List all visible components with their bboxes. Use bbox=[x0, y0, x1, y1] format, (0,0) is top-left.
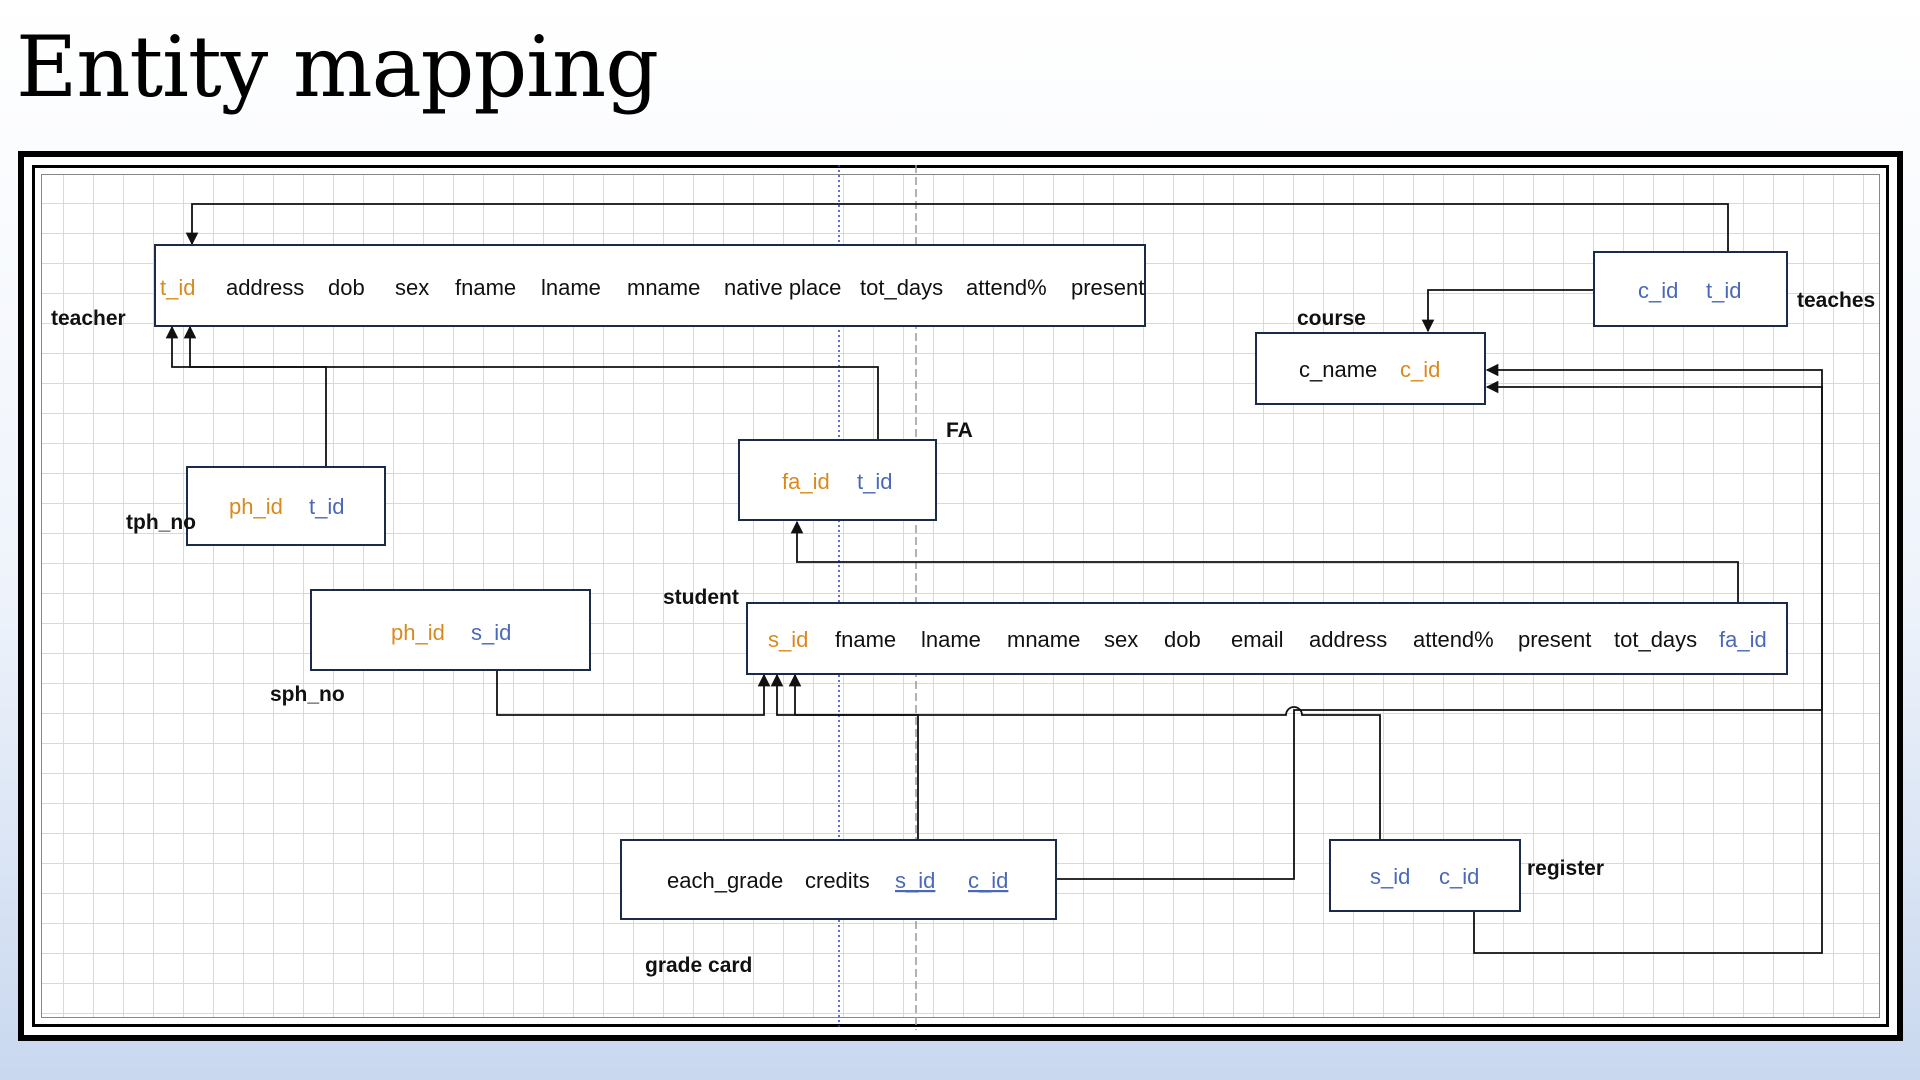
fa-to-teacher bbox=[183, 325, 879, 440]
student-attr-attend-: attend% bbox=[1413, 627, 1494, 652]
register-box bbox=[1329, 839, 1521, 912]
tph-no-to-teacher bbox=[165, 325, 327, 467]
teacher-attributes: t_id address dob sex fname lname mname native p… bbox=[160, 275, 1144, 300]
fa-box bbox=[738, 439, 937, 521]
grade-card-attr-c-id: c_id bbox=[968, 868, 1008, 893]
sph-no-box bbox=[310, 589, 591, 671]
slide-title: Entity mapping bbox=[16, 18, 659, 116]
tph-no-attributes: ph_id t_id bbox=[229, 494, 344, 519]
course-box bbox=[1255, 332, 1486, 405]
register-attr-s-id: s_id bbox=[1370, 864, 1410, 889]
sph-no-attr-ph-id: ph_id bbox=[391, 620, 445, 645]
sph-no-attr-s-id: s_id bbox=[471, 620, 511, 645]
teaches-box bbox=[1593, 251, 1788, 327]
teacher-attr-address: address bbox=[226, 275, 304, 300]
student-attr-fname: fname bbox=[835, 627, 896, 652]
grade-card-label: grade card bbox=[645, 954, 752, 977]
teacher-attr-t-id: t_id bbox=[160, 275, 195, 300]
student-attr-sex: sex bbox=[1104, 627, 1138, 652]
fa-label: FA bbox=[946, 419, 973, 442]
tph-no-box bbox=[186, 466, 386, 546]
connectors bbox=[165, 203, 1823, 954]
teacher-attr-dob: dob bbox=[328, 275, 365, 300]
register-attr-c-id: c_id bbox=[1439, 864, 1479, 889]
register-attributes: s_id c_id bbox=[1370, 864, 1479, 889]
register-label: register bbox=[1527, 857, 1604, 880]
student-attr-present: present bbox=[1518, 627, 1591, 652]
teacher-attr-mname: mname bbox=[627, 275, 700, 300]
grade-card-attr-each-grade: each_grade bbox=[667, 868, 783, 893]
grade-card-attr-s-id: s_id bbox=[895, 868, 935, 893]
teacher-attr-present: present bbox=[1071, 275, 1144, 300]
course-label: course bbox=[1297, 307, 1366, 330]
teaches-to-teacher bbox=[185, 203, 1729, 252]
entity-boxes bbox=[154, 244, 1788, 920]
course-attr-c-name: c_name bbox=[1299, 357, 1377, 382]
sph-no-attributes: ph_id s_id bbox=[391, 620, 511, 645]
teaches-attr-t-id: t_id bbox=[1706, 278, 1741, 303]
teacher-attr-native-place: native place bbox=[724, 275, 841, 300]
grade-card-to-course bbox=[1055, 380, 1823, 880]
student-attr-address: address bbox=[1309, 627, 1387, 652]
tph-no-attr-ph-id: ph_id bbox=[229, 494, 283, 519]
tph-no-attr-t-id: t_id bbox=[309, 494, 344, 519]
register-to-course bbox=[1473, 363, 1823, 954]
sph-no-label: sph_no bbox=[270, 683, 345, 706]
grade-card-attr-credits: credits bbox=[805, 868, 870, 893]
grade-card-to-student bbox=[770, 673, 919, 840]
grade-card-attributes: each_grade credits s_id c_id bbox=[667, 868, 1008, 893]
teacher-attr-tot-days: tot_days bbox=[860, 275, 943, 300]
fa-attr-t-id: t_id bbox=[857, 469, 892, 494]
teacher-attr-lname: lname bbox=[541, 275, 601, 300]
student-attr-email: email bbox=[1231, 627, 1284, 652]
student-label: student bbox=[663, 586, 739, 609]
course-attr-c-id: c_id bbox=[1400, 357, 1440, 382]
student-attr-mname: mname bbox=[1007, 627, 1080, 652]
diagram-frame bbox=[18, 151, 1903, 1041]
student-to-fa bbox=[790, 520, 1739, 603]
student-box bbox=[746, 602, 1788, 675]
sph-no-to-student bbox=[496, 670, 771, 716]
teaches-label: teaches bbox=[1797, 289, 1875, 312]
student-attr-s-id: s_id bbox=[768, 627, 808, 652]
teaches-to-course bbox=[1421, 289, 1594, 333]
fa-attributes: fa_id t_id bbox=[782, 469, 892, 494]
teacher-label: teacher bbox=[51, 307, 126, 330]
student-attr-fa-id: fa_id bbox=[1719, 627, 1767, 652]
student-attr-tot-days: tot_days bbox=[1614, 627, 1697, 652]
student-attr-lname: lname bbox=[921, 627, 981, 652]
student-attr-dob: dob bbox=[1164, 627, 1201, 652]
teacher-attr-attend-: attend% bbox=[966, 275, 1047, 300]
fa-attr-fa-id: fa_id bbox=[782, 469, 830, 494]
register-to-student bbox=[788, 673, 1381, 840]
teaches-attr-c-id: c_id bbox=[1638, 278, 1678, 303]
tph-no-label: tph_no bbox=[126, 511, 196, 534]
teaches-attributes: c_id t_id bbox=[1638, 278, 1741, 303]
student-attributes: s_id fname lname mname sex dob email address att… bbox=[768, 627, 1767, 652]
teacher-attr-fname: fname bbox=[455, 275, 516, 300]
teacher-box bbox=[154, 244, 1146, 327]
grade-card-box bbox=[620, 839, 1057, 920]
course-attributes: c_name c_id bbox=[1299, 357, 1440, 382]
teacher-attr-sex: sex bbox=[395, 275, 429, 300]
